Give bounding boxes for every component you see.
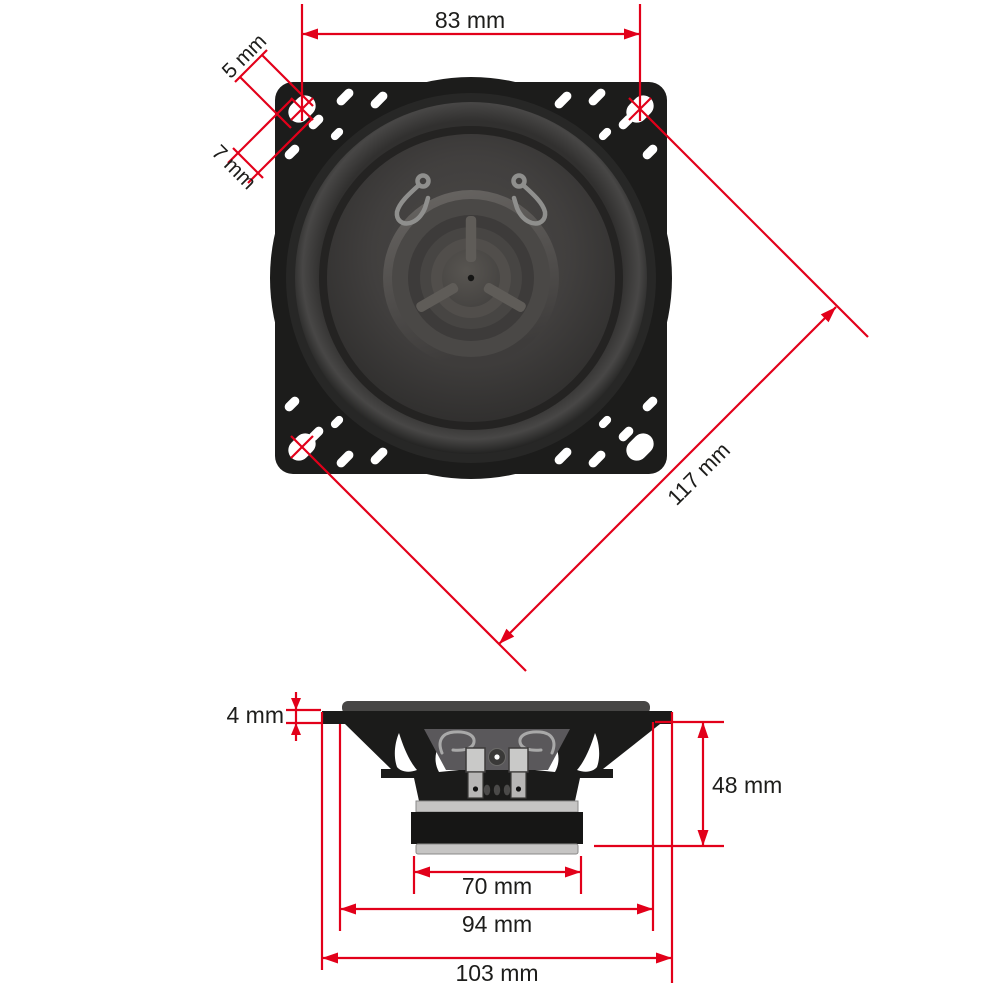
dim-label-70mm: 70 mm [462,873,532,899]
magnet-bottom-plate [415,843,579,855]
dim-label-4mm: 4 mm [227,702,285,728]
basket-vents [483,784,511,796]
mounting-hole-bottom-right [554,396,658,468]
dim-70mm [412,856,583,894]
left-clip-wire-icon [394,182,431,226]
left-clip-loop-icon [415,173,431,189]
dim-5mm [234,49,314,129]
dim-4mm [286,692,321,741]
dim-103mm [320,712,674,983]
dim-94mm [338,722,655,931]
dim-label-83mm: 83 mm [435,7,505,33]
side-gasket [342,701,650,714]
magnet-top-plate [415,800,579,813]
dim-117mm [290,97,869,672]
side-mounting-flange [322,711,672,724]
dim-label-94mm: 94 mm [462,911,532,937]
front-center-assembly [383,190,559,366]
right-clip-wire-icon [511,182,548,226]
dim-label-48mm: 48 mm [712,772,782,798]
speaker-side-view [322,701,672,855]
dim-label-117mm: 117 mm [662,437,735,510]
dim-7mm [227,98,313,184]
dimension-overlay [227,4,869,983]
speaker-terminals [465,747,529,799]
dim-83mm [290,4,652,121]
tweeter-spokes [416,216,526,313]
dim-48mm [594,720,724,848]
right-clip-loop-icon [511,173,527,189]
magnet [411,812,583,844]
speaker-front-view [270,77,672,479]
grille-clips [394,173,548,226]
dim-label-103mm: 103 mm [455,960,538,986]
